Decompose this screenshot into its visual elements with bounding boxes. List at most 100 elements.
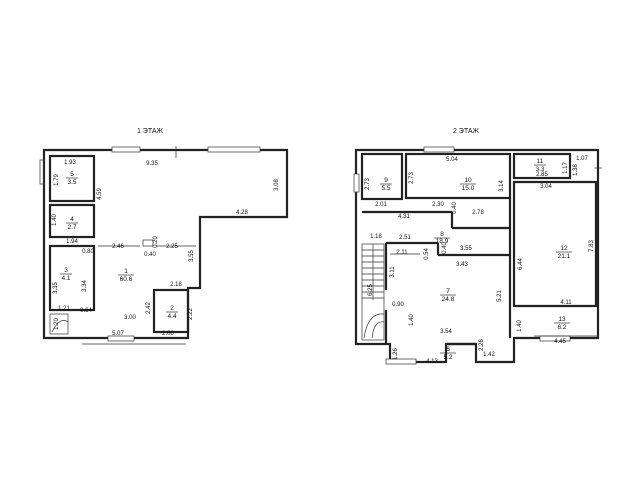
room-3-area: 4.1: [61, 275, 70, 282]
room-1-num: 1: [124, 268, 128, 275]
floor-2-title: 2 ЭТАЖ: [453, 128, 480, 135]
dim-f2-3: 1.38: [573, 164, 579, 176]
dim-f1-18: 0.64: [80, 308, 92, 314]
dim-f1-17: 1.21: [58, 306, 70, 312]
dim-f2-10: 4.31: [398, 214, 410, 220]
room-10-outline: [404, 152, 512, 200]
dim-f1-0: 9.35: [146, 161, 158, 167]
window-s-f2: [385, 358, 417, 365]
dim-f2-29: 3.54: [440, 329, 452, 335]
dim-f1-19: 1.20: [54, 318, 60, 330]
dim-f2-6: 2.73: [365, 178, 371, 190]
dim-f2-24: 6.25: [368, 284, 374, 296]
room-6-area: 5.2: [443, 354, 452, 361]
dim-f2-30: 1.40: [517, 320, 523, 332]
window-west: [39, 159, 45, 185]
room-2-outline: [152, 288, 190, 334]
floor-1-title: 1 ЭТАЖ: [137, 128, 164, 135]
dim-f2-9: 2.01: [375, 202, 387, 208]
dim-f2-33: 2.26: [479, 339, 485, 351]
dim-f2-19: 3.55: [460, 246, 472, 252]
room-7-num: 7: [446, 288, 450, 295]
dim-f2-18: 0.54: [424, 248, 430, 260]
room-12-area: 21.1: [558, 253, 571, 260]
dim-f1-12: 0.40: [144, 252, 156, 258]
floor-2: 2 ЭТАЖ: [353, 128, 602, 365]
dim-f1-23: 5.07: [112, 331, 124, 337]
room-2-area: 4.4: [167, 313, 176, 320]
room-5-num: 5: [70, 171, 74, 178]
dim-f2-2: 1.17: [563, 162, 569, 174]
dim-f1-16: 2.18: [170, 282, 182, 288]
room-5-area: 3.5: [67, 179, 76, 186]
room-12-num: 12: [560, 245, 568, 252]
room-8-num: 8: [440, 231, 444, 238]
dim-f2-34: 1.42: [483, 352, 495, 358]
dim-f2-15: 2.51: [399, 235, 411, 241]
window-w-f2: [353, 173, 360, 193]
dim-f1-21: 2.22: [188, 308, 194, 320]
dim-f1-9: 2.46: [112, 244, 124, 250]
room-4-num: 4: [70, 216, 74, 223]
dim-f1-8: 0.80: [82, 249, 94, 255]
dim-f1-22: 3.00: [124, 315, 136, 321]
dim-f2-28: 1.40: [409, 314, 415, 326]
dim-f2-16: 0.40: [442, 242, 448, 254]
dim-f1-24: 2.00: [162, 331, 174, 337]
window-n-f2: [423, 146, 455, 153]
window-north-1: [111, 146, 141, 153]
room-4-outline: [48, 203, 96, 239]
floor-1: 1 ЭТАЖ 5 3.5 4 2.7 3 4.1 1 60.6 2 4.4: [39, 128, 289, 345]
dim-f2-22: 7.83: [589, 240, 595, 252]
dim-f1-2: 1.79: [54, 174, 60, 186]
room-10-num: 10: [464, 177, 472, 184]
dim-f2-4: 2.85: [536, 172, 548, 178]
dim-f2-12: 0.40: [452, 202, 458, 214]
dim-f2-11: 2.30: [432, 202, 444, 208]
dim-f2-35: 4.13: [426, 359, 438, 365]
dim-f1-6: 1.40: [52, 214, 58, 226]
room-2-num: 2: [170, 305, 174, 312]
dim-f2-0: 5.04: [446, 157, 458, 163]
room-5-outline: [48, 154, 96, 203]
dim-f2-21: 6.44: [518, 258, 524, 270]
room-7-area: 24.8: [442, 296, 455, 303]
room-6-num: 6: [446, 346, 450, 353]
dim-f2-20: 3.43: [456, 262, 468, 268]
window-north-2: [207, 146, 261, 153]
room-8-area: 18.9: [436, 238, 449, 245]
dim-f2-1: 1.07: [576, 156, 588, 162]
dim-f2-13: 2.78: [472, 210, 484, 216]
dim-f1-4: 3.08: [274, 179, 280, 191]
column: [142, 239, 154, 247]
room-1-area: 60.6: [120, 276, 133, 283]
dim-f1-5: 4.28: [236, 210, 248, 216]
dim-f2-14: 1.18: [370, 234, 382, 240]
dim-f2-7: 2.73: [409, 172, 415, 184]
dim-f2-25: 0.90: [392, 302, 404, 308]
dim-f2-23: 3.11: [390, 266, 396, 278]
room-13-area: 6.2: [557, 324, 566, 331]
room-9-outline: [360, 152, 404, 201]
dim-f1-14: 3.35: [53, 282, 59, 294]
dim-f2-17: 2.11: [396, 250, 408, 256]
dim-f2-5: 3.04: [540, 184, 552, 190]
stair-f1: [49, 313, 69, 335]
staircase-f2: [361, 243, 385, 341]
room-9-num: 9: [384, 177, 388, 184]
room-11-num: 11: [537, 158, 544, 165]
room-9-area: 5.5: [381, 185, 390, 192]
dim-f2-26: 5.21: [497, 290, 503, 302]
dim-f1-7: 1.94: [66, 239, 78, 245]
room-4-area: 2.7: [67, 224, 76, 231]
stair-arc: [51, 320, 69, 333]
dim-f1-3: 4.59: [97, 188, 103, 200]
dim-f1-11: 2.25: [166, 244, 178, 250]
dim-f1-13: 3.55: [189, 250, 195, 262]
room-11-area: 3.3: [535, 166, 544, 173]
room-12-outline: [512, 180, 598, 308]
dim-f1-15: 3.34: [82, 280, 88, 292]
dim-f2-27: 4.11: [560, 300, 572, 306]
dim-f1-1: 1.93: [64, 160, 76, 166]
